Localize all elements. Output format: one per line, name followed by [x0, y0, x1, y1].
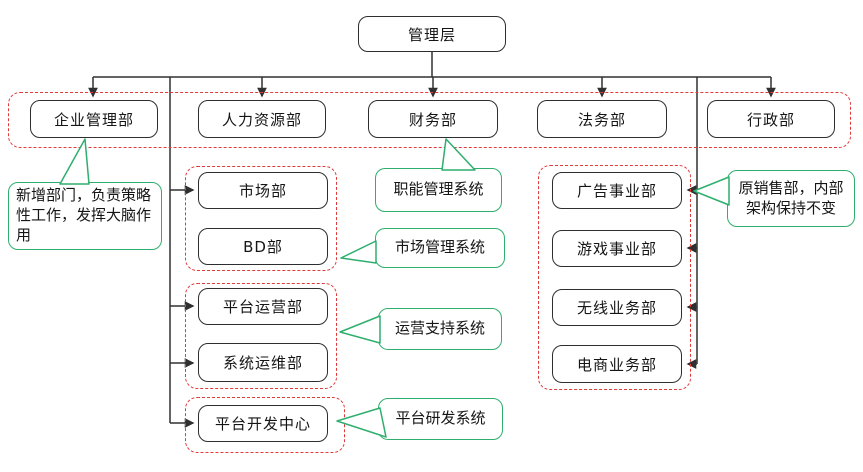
org-node-enterprise-mgmt: 企业管理部: [30, 100, 158, 138]
org-node-platform-dev-center: 平台开发中心: [198, 405, 328, 442]
org-node-advertising: 广告事业部: [552, 172, 682, 209]
group-market-bd: [185, 166, 337, 271]
org-node-finance: 财务部: [368, 100, 498, 138]
org-node-gaming: 游戏事业部: [552, 230, 682, 267]
bubble-functional-mgmt-system: 职能管理系统: [375, 168, 502, 212]
bubble-note-former-sales: 原销售部，内部架构保持不变: [727, 170, 855, 227]
bubble-note-new-department: 新增部门，负责策略性工作，发挥大脑作用: [8, 182, 162, 250]
bubble-platform-rd-system: 平台研发系统: [378, 398, 503, 440]
bubble-market-mgmt-system: 市场管理系统: [375, 228, 505, 268]
org-node-marketing: 市场部: [198, 172, 328, 209]
org-node-management: 管理层: [358, 16, 506, 52]
org-node-bd: BD部: [198, 228, 328, 265]
group-business-units: [538, 165, 691, 390]
org-node-legal: 法务部: [537, 100, 667, 138]
org-node-wireless: 无线业务部: [552, 289, 682, 326]
org-node-platform-ops: 平台运营部: [198, 288, 328, 325]
group-operations: [185, 283, 337, 389]
org-node-admin: 行政部: [707, 100, 835, 138]
org-node-sys-maintenance: 系统运维部: [198, 343, 328, 382]
org-node-hr: 人力资源部: [198, 100, 326, 138]
org-node-ecommerce: 电商业务部: [552, 345, 682, 383]
bubble-ops-support-system: 运营支持系统: [378, 308, 502, 350]
